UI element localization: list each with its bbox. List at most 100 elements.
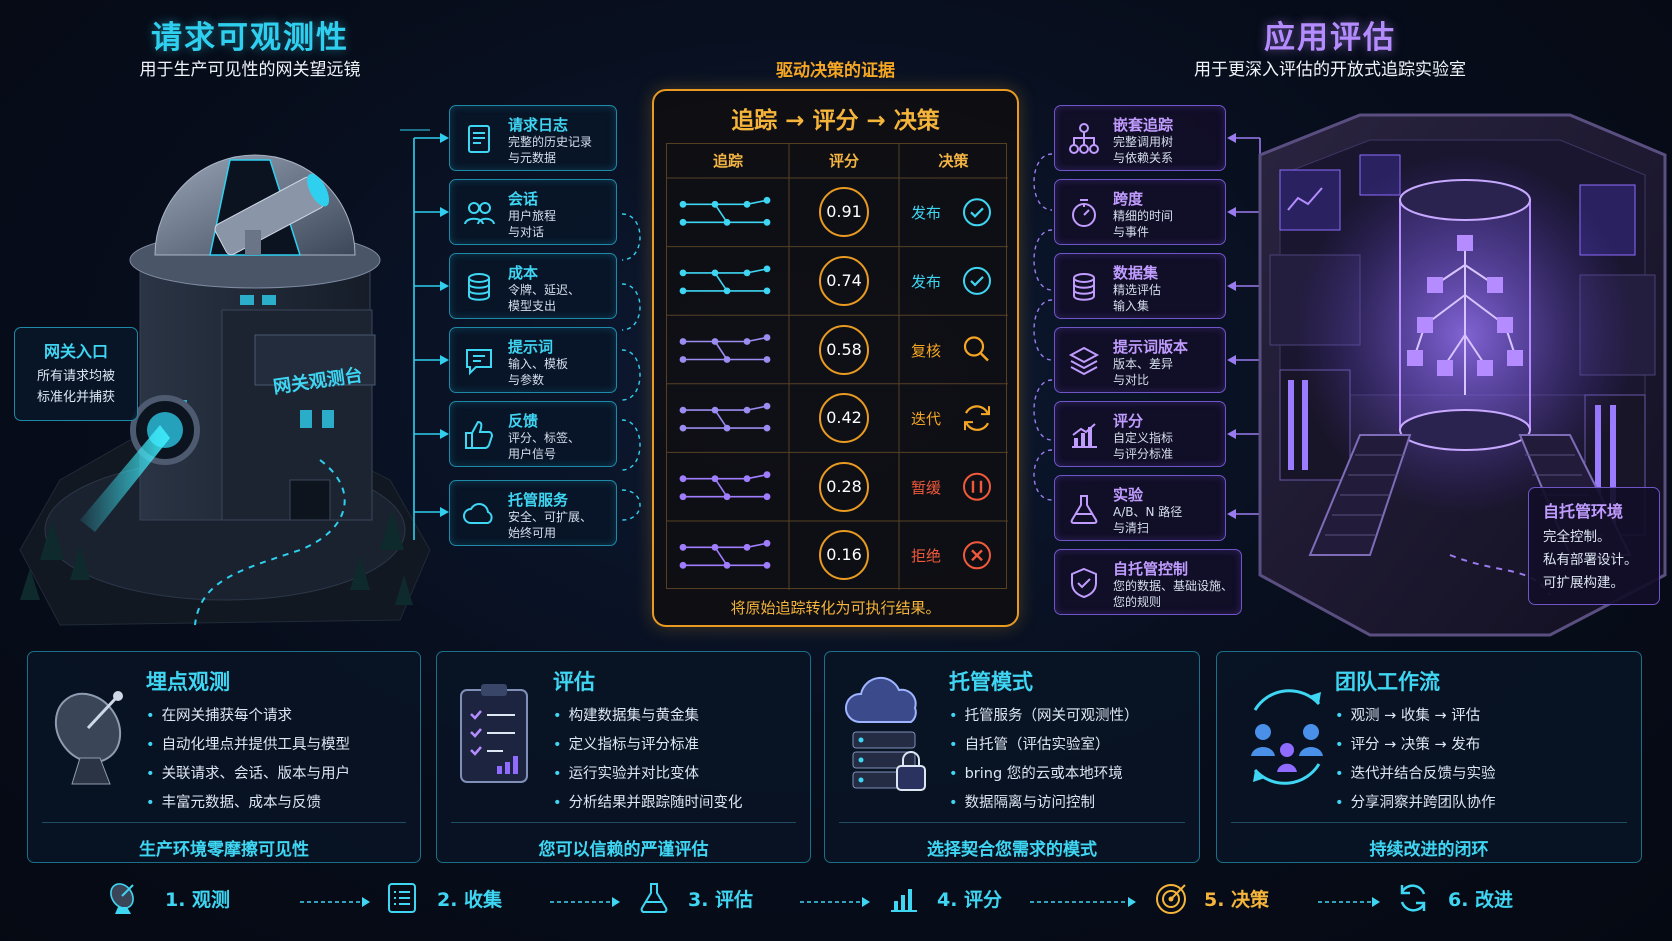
process-arrows: [300, 897, 1380, 907]
card-instrumentation: 埋点观测 在网关捕获每个请求 自动化埋点并提供工具与模型 关联请求、会话、版本与…: [27, 651, 421, 863]
bar-chart-icon: [891, 889, 917, 912]
list-item: 分享洞察并跨团队协作: [1335, 789, 1496, 818]
observatory-illustration: [19, 129, 431, 626]
card-hosting-modes: 托管模式 托管服务（网关可观测性） 自托管（评估实验室） bring 您的云或本…: [824, 651, 1200, 863]
feature-title: 实验: [1113, 486, 1144, 504]
decision-label: 发布: [911, 272, 942, 291]
card-list: 构建数据集与黄金集 定义指标与评分标准 运行实验并对比变体 分析结果并跟踪随时间…: [553, 702, 743, 818]
database-icon: [468, 273, 490, 301]
feature-spans: 跨度 精细的时间 与事件: [1054, 179, 1226, 245]
feature-desc: 用户旅程 与对话: [508, 209, 557, 239]
score-badge: 0.74: [819, 255, 869, 306]
flask-icon: [640, 883, 668, 913]
feature-desc: 精细的时间 与事件: [1113, 209, 1174, 239]
left-connectors: [413, 133, 449, 540]
bar-chart-icon: [1072, 423, 1097, 448]
card-evaluation: 评估 构建数据集与黄金集 定义指标与评分标准 运行实验并对比变体 分析结果并跟踪…: [436, 651, 811, 863]
trace-graph: [679, 196, 771, 226]
feature-desc: 令牌、延迟、 模型支出: [508, 283, 581, 313]
check-circle-icon: [963, 198, 991, 227]
score-badge: 0.58: [819, 324, 869, 375]
step-decide: 5. 决策: [1204, 889, 1270, 911]
feature-cost: 成本 令牌、延迟、 模型支出: [449, 253, 617, 319]
feature-title: 提示词版本: [1113, 338, 1189, 356]
decision-label: 暂缓: [911, 478, 942, 497]
step-collect: 2. 收集: [437, 889, 503, 911]
team-icon: [1251, 689, 1323, 785]
step-observe: 1. 观测: [165, 889, 231, 911]
list-item: 运行实验并对比变体: [553, 760, 743, 789]
trace-graph: [679, 539, 771, 569]
self-host-title: 自托管环境: [1543, 502, 1624, 521]
feature-feedback: 反馈 评分、标签、 用户信号: [449, 401, 617, 467]
left-panel-links: [621, 213, 641, 521]
feature-prompt-versions: 提示词版本 版本、差异 与对比: [1054, 327, 1226, 393]
score-badge: 0.42: [819, 393, 869, 444]
gateway-title: 网关入口: [43, 342, 108, 361]
column-score: 评分: [828, 152, 859, 170]
card-title: 埋点观测: [146, 670, 230, 694]
database-icon: [1073, 273, 1095, 301]
left-title: 请求可观测性: [151, 20, 349, 56]
score-badge: 0.16: [819, 530, 869, 581]
check-circle-icon: [963, 266, 991, 295]
right-title: 应用评估: [1264, 20, 1396, 56]
card-footer: 持续改进的闭环: [1231, 822, 1627, 860]
target-icon: [1156, 884, 1186, 914]
decision-label: 拒绝: [911, 547, 942, 566]
cloud-server-icon: [844, 676, 926, 791]
card-list: 在网关捕获每个请求 自动化埋点并提供工具与模型 关联请求、会话、版本与用户 丰富…: [146, 702, 351, 818]
feature-desc: 精选评估 输入集: [1113, 283, 1162, 313]
pause-circle-icon: [963, 472, 991, 501]
decision-label: 迭代: [911, 410, 942, 429]
evidence-grid-lines: [667, 144, 1008, 590]
column-decision: 决策: [938, 152, 969, 170]
feature-title: 数据集: [1113, 264, 1159, 282]
trace-graph: [679, 334, 771, 363]
evidence-header: 驱动决策的证据: [776, 61, 895, 81]
feature-desc: 输入、模板 与参数: [508, 357, 569, 387]
feature-title: 提示词: [508, 338, 554, 356]
card-list: 托管服务（网关可观测性） 自托管（评估实验室） bring 您的云或本地环境 数…: [949, 702, 1139, 818]
feature-nested-trace: 嵌套追踪 完整调用树 与依赖关系: [1054, 105, 1226, 171]
feature-title: 请求日志: [508, 116, 569, 134]
feature-experiments: 实验 A/B、N 路径 与清扫: [1054, 475, 1226, 541]
list-item: 构建数据集与黄金集: [553, 702, 743, 731]
feature-desc: 完整调用树 与依赖关系: [1113, 135, 1174, 165]
trace-graph: [679, 471, 771, 501]
right-panel-links: [1033, 153, 1053, 501]
list-item: 迭代并结合反馈与实验: [1335, 760, 1496, 789]
feature-title: 嵌套追踪: [1113, 116, 1174, 134]
feature-title: 托管服务: [508, 491, 569, 509]
feature-desc: 您的数据、基础设施、 您的规则: [1113, 579, 1234, 609]
lab-illustration: [1258, 113, 1667, 637]
feature-title: 自托管控制: [1113, 560, 1189, 578]
clipboard-icon: [460, 684, 528, 783]
feature-scoring: 评分 自定义指标 与评分标准: [1054, 401, 1226, 467]
feature-datasets: 数据集 精选评估 输入集: [1054, 253, 1226, 319]
feature-prompts: 提示词 输入、模板 与参数: [449, 327, 617, 393]
feature-title: 成本: [508, 264, 539, 282]
feature-desc: 完整的历史记录 与元数据: [508, 135, 593, 165]
score-badge: 0.28: [819, 461, 869, 512]
feature-title: 会话: [508, 190, 539, 208]
prompt-icon: [466, 349, 492, 376]
list-item: 关联请求、会话、版本与用户: [146, 760, 351, 789]
card-footer: 生产环境零摩擦可见性: [42, 822, 406, 860]
layers-icon: [1068, 346, 1100, 376]
card-footer: 选择契合您需求的模式: [839, 822, 1185, 860]
left-subtitle: 用于生产可见性的网关望远镜: [139, 60, 361, 80]
feature-title: 跨度: [1113, 190, 1144, 208]
thumbs-up-icon: [465, 420, 494, 449]
log-icon: [468, 125, 490, 153]
step-score: 4. 评分: [937, 889, 1003, 911]
list-item: 托管服务（网关可观测性）: [949, 702, 1139, 731]
feature-request-logs: 请求日志 完整的历史记录 与元数据: [449, 105, 617, 171]
card-title: 团队工作流: [1335, 670, 1440, 694]
card-title: 评估: [553, 670, 595, 694]
decision-label: 发布: [911, 204, 942, 223]
score-badge: 0.91: [819, 187, 869, 238]
